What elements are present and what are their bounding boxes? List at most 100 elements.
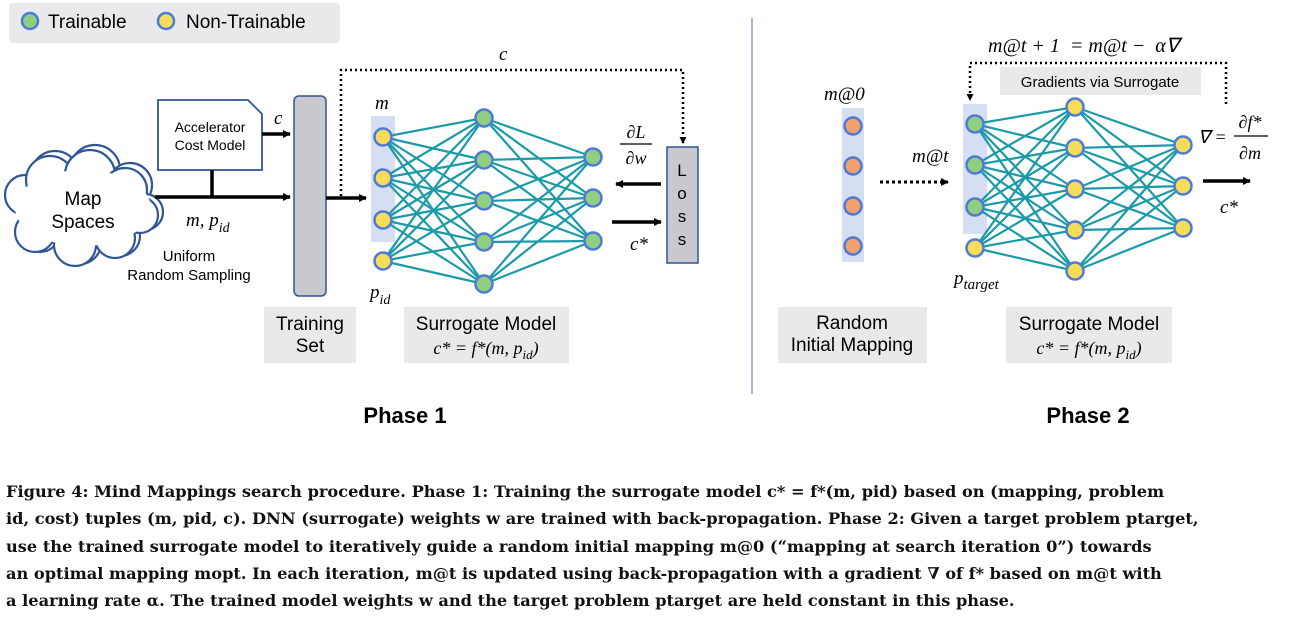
loss-letter-l: L — [677, 161, 686, 180]
phase1-edge — [382, 200, 485, 262]
sampling-label-2: Random Sampling — [127, 267, 250, 284]
phase2-network-nodes — [965, 97, 1193, 281]
phase1-edge — [382, 259, 485, 286]
phase2-edge — [974, 106, 1076, 208]
phase1-network-nodes — [373, 108, 603, 294]
phase1-node-layer2 — [583, 147, 603, 167]
phase2-title: Phase 2 — [1046, 403, 1129, 428]
ptarget-label: ptarget — [952, 268, 1000, 293]
random-mapping-label-1: Random — [816, 313, 888, 334]
map-spaces-cloud: Map Spaces — [3, 143, 165, 268]
training-set-bar — [293, 95, 327, 297]
c-top-label: c — [499, 44, 508, 65]
cost-feedback-dotted — [339, 68, 687, 196]
phase2-edge — [974, 228, 1076, 250]
initial-mapping-node — [843, 236, 863, 256]
caption-line-3: use the trained surrogate model to itera… — [6, 536, 1152, 556]
phase1-edge — [382, 159, 485, 262]
cloud-label-spaces: Spaces — [51, 212, 114, 233]
phase1-edge — [483, 197, 594, 285]
m-pid-label: m, pid — [186, 210, 231, 236]
cloud-label-map: Map — [65, 189, 102, 210]
phase2-node-layer1 — [1065, 138, 1085, 158]
surrogate-formula-2: c* = f*(m, pid) — [1036, 338, 1141, 362]
phase2-network-edges — [974, 105, 1184, 273]
loss-box — [666, 146, 699, 264]
surrogate-label-box-1 — [404, 307, 569, 363]
phase1-edge — [483, 155, 594, 162]
phase1-node-layer2 — [583, 188, 603, 208]
update-rule: m@t + 1 = m@t − α∇ — [988, 35, 1184, 57]
mt-label: m@t — [912, 146, 949, 167]
cost-model-label-2: Cost Model — [175, 137, 246, 153]
phase1-node-layer0 — [373, 210, 393, 230]
non-trainable-legend-label: Non-Trainable — [186, 12, 306, 33]
surrogate-label-box-2 — [1006, 307, 1172, 363]
phase2-edge — [1074, 143, 1184, 191]
phase2-edge — [1074, 144, 1184, 272]
phase1-edge — [382, 240, 485, 263]
nabla-lhs: ∇ = — [1198, 127, 1227, 147]
training-set-label-1: Training — [276, 314, 344, 335]
phase1-edge — [382, 117, 485, 179]
mind-mappings-diagram: Trainable Non-Trainable Map Space — [3, 3, 1268, 428]
training-set-label-box — [264, 307, 356, 363]
loss-letter-o: o — [677, 184, 686, 203]
caption-line-1: Figure 4: Mind Mappings search procedure… — [6, 482, 1165, 501]
phase1-edge — [483, 239, 594, 286]
surrogate-title-2: Surrogate Model — [1019, 314, 1159, 335]
phase2-edge — [974, 106, 1076, 249]
cstar-label-phase2: c* — [1220, 197, 1238, 218]
dl-denominator: ∂w — [626, 148, 647, 168]
phase1-edge — [483, 116, 594, 159]
legend: Trainable Non-Trainable — [9, 3, 340, 43]
phase1-edge — [382, 116, 485, 139]
gradients-label-box — [1000, 67, 1201, 95]
phase2-node-layer1 — [1065, 97, 1085, 117]
phase2-edge — [1074, 226, 1184, 273]
phase1-edge — [483, 155, 594, 203]
dl-numerator: ∂L — [627, 122, 646, 142]
phase2-edge — [974, 246, 1076, 273]
loss-letter-s1: s — [678, 207, 687, 226]
grad-numerator: ∂f* — [1239, 112, 1262, 132]
surrogate-title-1: Surrogate Model — [416, 314, 556, 335]
phase1-edge — [382, 117, 485, 262]
phase2-node-layer2 — [1173, 135, 1193, 155]
phase2-edge — [974, 147, 1076, 249]
cstar-label-phase1: c* — [630, 234, 648, 255]
initial-mapping-column — [842, 108, 864, 262]
phase2-edge — [1074, 105, 1184, 147]
phase2-edge — [1074, 143, 1184, 150]
phase2-node-layer0 — [965, 238, 985, 258]
phase1-network-edges — [382, 116, 594, 286]
phase2-node-layer1 — [1065, 261, 1085, 281]
caption-line-5: a learning rate α. The trained model wei… — [6, 591, 1015, 611]
phase1-node-layer1 — [474, 274, 494, 294]
phase1-edge — [483, 156, 594, 285]
phase2-edge — [1074, 185, 1184, 272]
phase1-node-layer0 — [373, 168, 393, 188]
cost-model-box — [157, 99, 263, 171]
non-trainable-legend-dot — [156, 11, 176, 31]
caption-line-4: an optimal mapping mopt. In each iterati… — [6, 563, 1162, 583]
phase2-edge — [1074, 144, 1184, 231]
phase2-node-layer0 — [965, 155, 985, 175]
training-set-label-2: Set — [296, 336, 325, 357]
grad-denominator: ∂m — [1239, 143, 1261, 163]
phase1-node-layer1 — [474, 191, 494, 211]
phase2-node-layer0 — [965, 197, 985, 217]
phase1-node-layer2 — [583, 231, 603, 251]
random-mapping-label-2: Initial Mapping — [791, 335, 914, 356]
trainable-legend-dot — [20, 11, 40, 31]
phase2-node-layer1 — [1065, 220, 1085, 240]
trainable-legend-label: Trainable — [48, 12, 127, 33]
c-label: c — [274, 108, 283, 129]
cost-model-label-1: Accelerator — [175, 119, 246, 135]
figure-caption: Figure 4: Mind Mappings search procedure… — [6, 478, 1285, 614]
m0-label: m@0 — [824, 84, 865, 105]
gradients-label: Gradients via Surrogate — [1021, 74, 1179, 91]
phase1-node-layer1 — [474, 150, 494, 170]
phase2-node-layer0 — [965, 114, 985, 134]
initial-mapping-node — [843, 156, 863, 176]
